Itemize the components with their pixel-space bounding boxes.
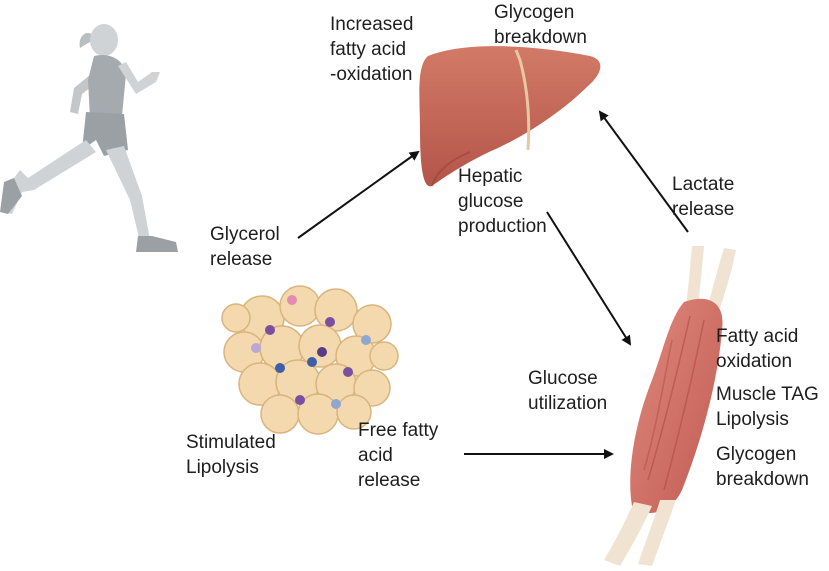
skeletal-muscle-illustration bbox=[604, 246, 736, 566]
adipose-tissue-illustration bbox=[221, 285, 399, 435]
label-line: Fatty acid bbox=[716, 326, 799, 347]
immune-cell bbox=[307, 357, 317, 367]
immune-cell bbox=[295, 395, 305, 405]
label-muscle-glycogen-breakdown: Glycogen breakdown bbox=[716, 442, 809, 492]
arrow-muscle-to-liver bbox=[598, 110, 689, 233]
label-liver-glycogen-breakdown: Glycogen breakdown bbox=[494, 0, 587, 50]
immune-cell bbox=[331, 399, 341, 409]
fat-cell bbox=[260, 394, 300, 434]
label-line: utilization bbox=[528, 393, 608, 414]
label-glycerol-release: Glycerol release bbox=[210, 222, 280, 272]
label-line: Hepatic bbox=[458, 166, 523, 187]
label-line: Glycogen bbox=[716, 444, 797, 465]
label-line: production bbox=[458, 216, 547, 237]
label-line: Glycerol bbox=[210, 224, 280, 245]
label-hepatic-glucose-production: Hepatic glucose production bbox=[458, 164, 547, 239]
label-line: release bbox=[210, 249, 273, 270]
label-line: acid bbox=[358, 445, 393, 466]
fat-cell bbox=[279, 285, 321, 327]
label-line: release bbox=[358, 470, 421, 491]
label-glucose-utilization: Glucose utilization bbox=[528, 366, 607, 416]
label-line: -oxidation bbox=[330, 64, 413, 85]
fat-cell bbox=[221, 303, 251, 333]
label-line: Lipolysis bbox=[716, 409, 789, 430]
immune-cell bbox=[361, 335, 371, 345]
immune-cell bbox=[251, 343, 261, 353]
label-line: oxidation bbox=[716, 351, 793, 372]
label-line: Stimulated bbox=[186, 432, 276, 453]
running-woman-illustration bbox=[0, 24, 178, 252]
immune-cell bbox=[265, 325, 275, 335]
immune-cell bbox=[325, 317, 335, 327]
label-muscle-tag-lipolysis: Muscle TAG Lipolysis bbox=[716, 382, 819, 432]
arrow-glycerol-to-liver bbox=[297, 150, 420, 239]
label-line: Muscle TAG bbox=[716, 384, 819, 405]
label-line: Lactate bbox=[672, 174, 735, 195]
fat-cell bbox=[369, 341, 399, 371]
label-line: glucose bbox=[458, 191, 524, 212]
label-line: Lipolysis bbox=[186, 457, 259, 478]
immune-cell bbox=[317, 347, 327, 357]
label-line: Glucose bbox=[528, 368, 598, 389]
label-line: Increased bbox=[330, 14, 414, 35]
immune-cell bbox=[275, 363, 285, 373]
label-lactate-release: Lactate release bbox=[672, 172, 734, 222]
label-free-fatty-acid-release: Free fatty acid release bbox=[358, 418, 438, 493]
label-line: Free fatty bbox=[358, 420, 439, 441]
label-increased-fatty-acid-oxidation: Increased fatty acid -oxidation bbox=[330, 12, 413, 87]
immune-cell bbox=[287, 295, 297, 305]
flow-arrows bbox=[297, 110, 689, 459]
label-line: fatty acid bbox=[330, 39, 407, 60]
label-line: release bbox=[672, 199, 735, 220]
immune-cell bbox=[343, 367, 353, 377]
label-line: Glycogen bbox=[494, 2, 575, 23]
liver-illustration bbox=[419, 46, 601, 187]
arrow-liver-to-muscle bbox=[546, 211, 632, 346]
label-stimulated-lipolysis: Stimulated Lipolysis bbox=[186, 430, 276, 480]
label-line: breakdown bbox=[716, 469, 809, 490]
label-muscle-fatty-acid-oxidation: Fatty acid oxidation bbox=[716, 324, 798, 374]
label-line: breakdown bbox=[494, 27, 587, 48]
fat-cell bbox=[336, 394, 372, 430]
